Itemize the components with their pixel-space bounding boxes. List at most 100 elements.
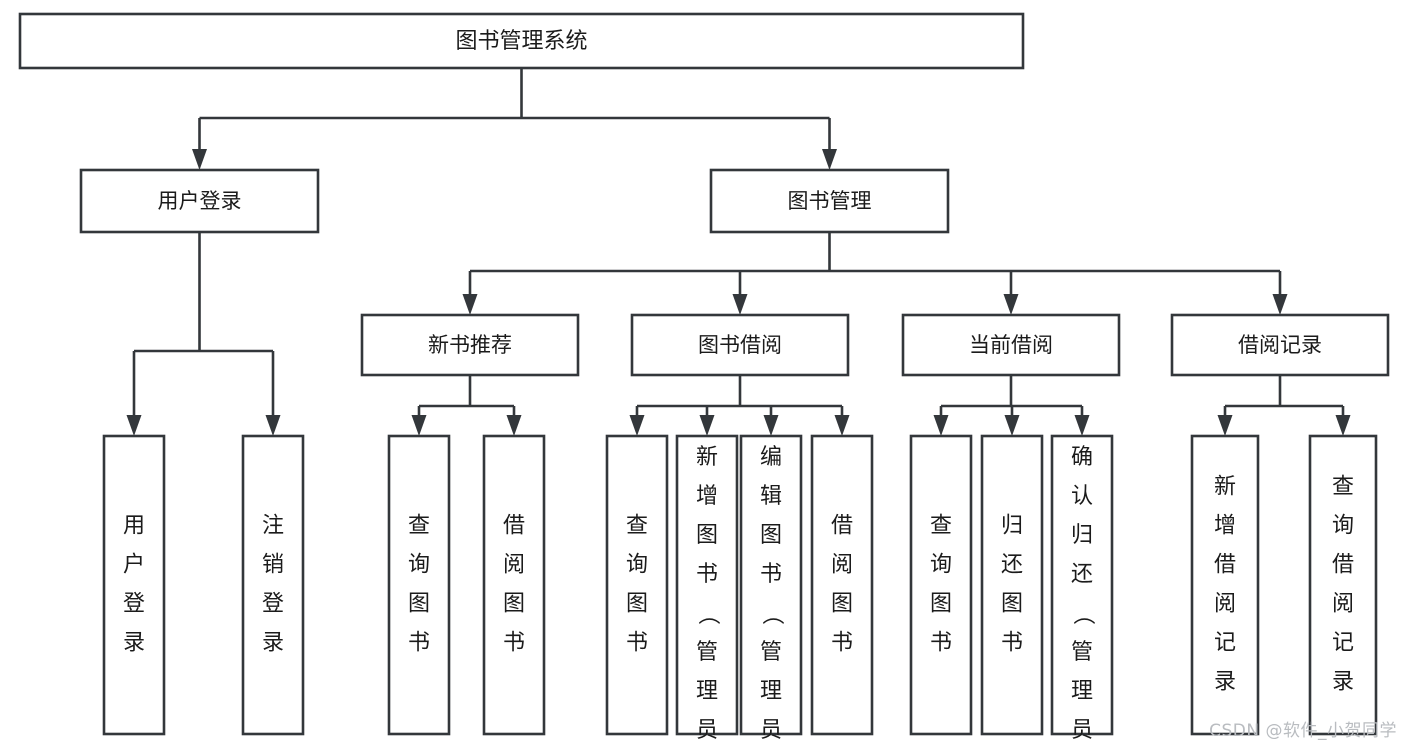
node-book-borrow[interactable]: 图书借阅 <box>630 313 850 377</box>
svg-text:书: 书 <box>408 631 430 656</box>
node-book-borrow-label: 图书借阅 <box>698 333 782 357</box>
svg-text:理: 理 <box>1071 679 1093 704</box>
svg-text:阅: 阅 <box>503 553 525 578</box>
node-new-book-recommend[interactable]: 新书推荐 <box>360 313 580 377</box>
svg-text:图: 图 <box>930 592 952 617</box>
svg-text:员: 员 <box>760 718 782 743</box>
svg-text:阅: 阅 <box>831 553 853 578</box>
node-book-management-label: 图书管理 <box>788 189 872 213</box>
svg-text:阅: 阅 <box>1332 592 1354 617</box>
svg-text:录: 录 <box>123 631 145 656</box>
svg-text:认: 认 <box>1071 484 1093 509</box>
connectors-layer <box>126 68 1351 436</box>
svg-text:员: 员 <box>696 718 718 743</box>
arrow-head-icon <box>699 415 715 436</box>
node-leaf-user-login-label: 用户登录 <box>123 514 145 656</box>
svg-text:书: 书 <box>696 562 718 587</box>
svg-text:理: 理 <box>696 679 718 704</box>
svg-text:归: 归 <box>1071 523 1093 548</box>
svg-text:管: 管 <box>1071 640 1093 665</box>
arrow-head-icon <box>1272 294 1288 315</box>
svg-text:询: 询 <box>930 553 952 578</box>
svg-text:阅: 阅 <box>1214 592 1236 617</box>
svg-text:还: 还 <box>1001 553 1023 578</box>
arrow-head-icon <box>1335 415 1351 436</box>
svg-text:书: 书 <box>831 631 853 656</box>
svg-text:图: 图 <box>408 592 430 617</box>
svg-text:询: 询 <box>1332 514 1354 539</box>
node-leaf-user-login[interactable]: 用户登录 <box>102 434 166 736</box>
arrow-head-icon <box>462 294 478 315</box>
svg-text:还: 还 <box>1071 562 1093 587</box>
node-borrow-record[interactable]: 借阅记录 <box>1170 313 1390 377</box>
node-user-login-label: 用户登录 <box>158 189 242 213</box>
svg-text:借: 借 <box>831 514 853 539</box>
arrow-head-icon <box>1074 415 1090 436</box>
svg-text:用: 用 <box>123 514 145 539</box>
node-book-management[interactable]: 图书管理 <box>709 168 950 234</box>
svg-text:户: 户 <box>123 553 145 578</box>
svg-text:录: 录 <box>1332 670 1354 695</box>
arrow-head-icon <box>1004 415 1020 436</box>
svg-text:记: 记 <box>1214 631 1236 656</box>
node-user-login[interactable]: 用户登录 <box>79 168 320 234</box>
svg-text:书: 书 <box>1001 631 1023 656</box>
svg-text:书: 书 <box>503 631 525 656</box>
arrow-head-icon <box>933 415 949 436</box>
node-current-borrow[interactable]: 当前借阅 <box>901 313 1121 377</box>
svg-text:登: 登 <box>123 592 145 617</box>
svg-text:询: 询 <box>408 553 430 578</box>
svg-text:借: 借 <box>1214 553 1236 578</box>
svg-text:查: 查 <box>930 514 952 539</box>
svg-text:图: 图 <box>760 523 782 548</box>
svg-text:销: 销 <box>262 553 284 578</box>
arrow-head-icon <box>822 149 837 170</box>
node-new-book-recommend-label: 新书推荐 <box>428 333 512 357</box>
nodes-layer: 图书管理系统用户登录图书管理新书推荐图书借阅当前借阅借阅记录用户登录注销登录查询… <box>18 12 1390 747</box>
node-current-borrow-label: 当前借阅 <box>969 333 1053 357</box>
arrow-head-icon <box>834 415 850 436</box>
svg-text:管: 管 <box>760 640 782 665</box>
svg-text:新: 新 <box>696 445 718 470</box>
svg-text:书: 书 <box>760 562 782 587</box>
svg-text:查: 查 <box>1332 475 1354 500</box>
svg-text:询: 询 <box>626 553 648 578</box>
svg-text:管: 管 <box>696 640 718 665</box>
svg-text:书: 书 <box>930 631 952 656</box>
svg-text:增: 增 <box>696 484 718 509</box>
svg-text:查: 查 <box>408 514 430 539</box>
arrow-head-icon <box>763 415 779 436</box>
svg-text:图: 图 <box>503 592 525 617</box>
svg-text:（: （ <box>695 603 720 625</box>
arrow-head-icon <box>265 415 281 436</box>
svg-text:录: 录 <box>1214 670 1236 695</box>
svg-text:图: 图 <box>626 592 648 617</box>
node-root[interactable]: 图书管理系统 <box>18 12 1025 70</box>
svg-text:记: 记 <box>1332 631 1354 656</box>
svg-text:注: 注 <box>262 514 284 539</box>
svg-text:查: 查 <box>626 514 648 539</box>
